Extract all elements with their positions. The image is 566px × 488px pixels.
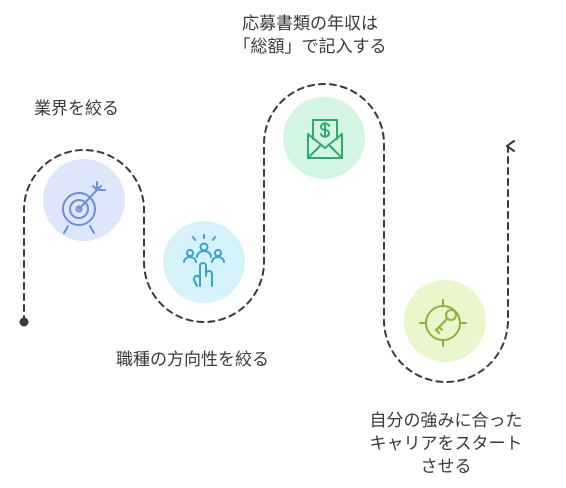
step-1-label: 業界を絞る xyxy=(34,98,119,121)
step-3-label-line-1: 応募書類の年収は xyxy=(242,14,378,34)
roadmap-path xyxy=(23,83,515,383)
step-2-icon-group xyxy=(163,221,245,303)
step-3-icon-group xyxy=(283,97,365,179)
step-4-label-line-2: キャリアをスタート xyxy=(369,434,523,454)
team-select-icon xyxy=(183,234,225,287)
step-4-label-line-3: させる xyxy=(420,457,472,477)
step-4-label-line-1: 自分の強みに合った xyxy=(369,411,523,431)
step-3-label: 応募書類の年収は 「総額」で記入する xyxy=(222,13,398,59)
step-2-label: 職種の方向性を絞る xyxy=(116,349,269,372)
step-3-label-line-2: 「総額」で記入する xyxy=(233,37,387,57)
step-4-icon-group xyxy=(404,280,486,362)
step-1-circle xyxy=(43,159,125,241)
money-envelope-icon xyxy=(307,119,343,159)
step-2-circle xyxy=(163,221,245,303)
step-2-label-line-1: 職種の方向性を絞る xyxy=(116,350,269,370)
target-arrow-icon xyxy=(62,181,106,234)
roadmap-start-dot xyxy=(19,317,29,327)
step-3-circle xyxy=(283,97,365,179)
step-4-label: 自分の強みに合った キャリアをスタート させる xyxy=(348,410,544,479)
step-1-icon-group xyxy=(43,159,125,241)
key-target-icon xyxy=(419,299,467,347)
step-1-label-line-1: 業界を絞る xyxy=(34,99,119,119)
